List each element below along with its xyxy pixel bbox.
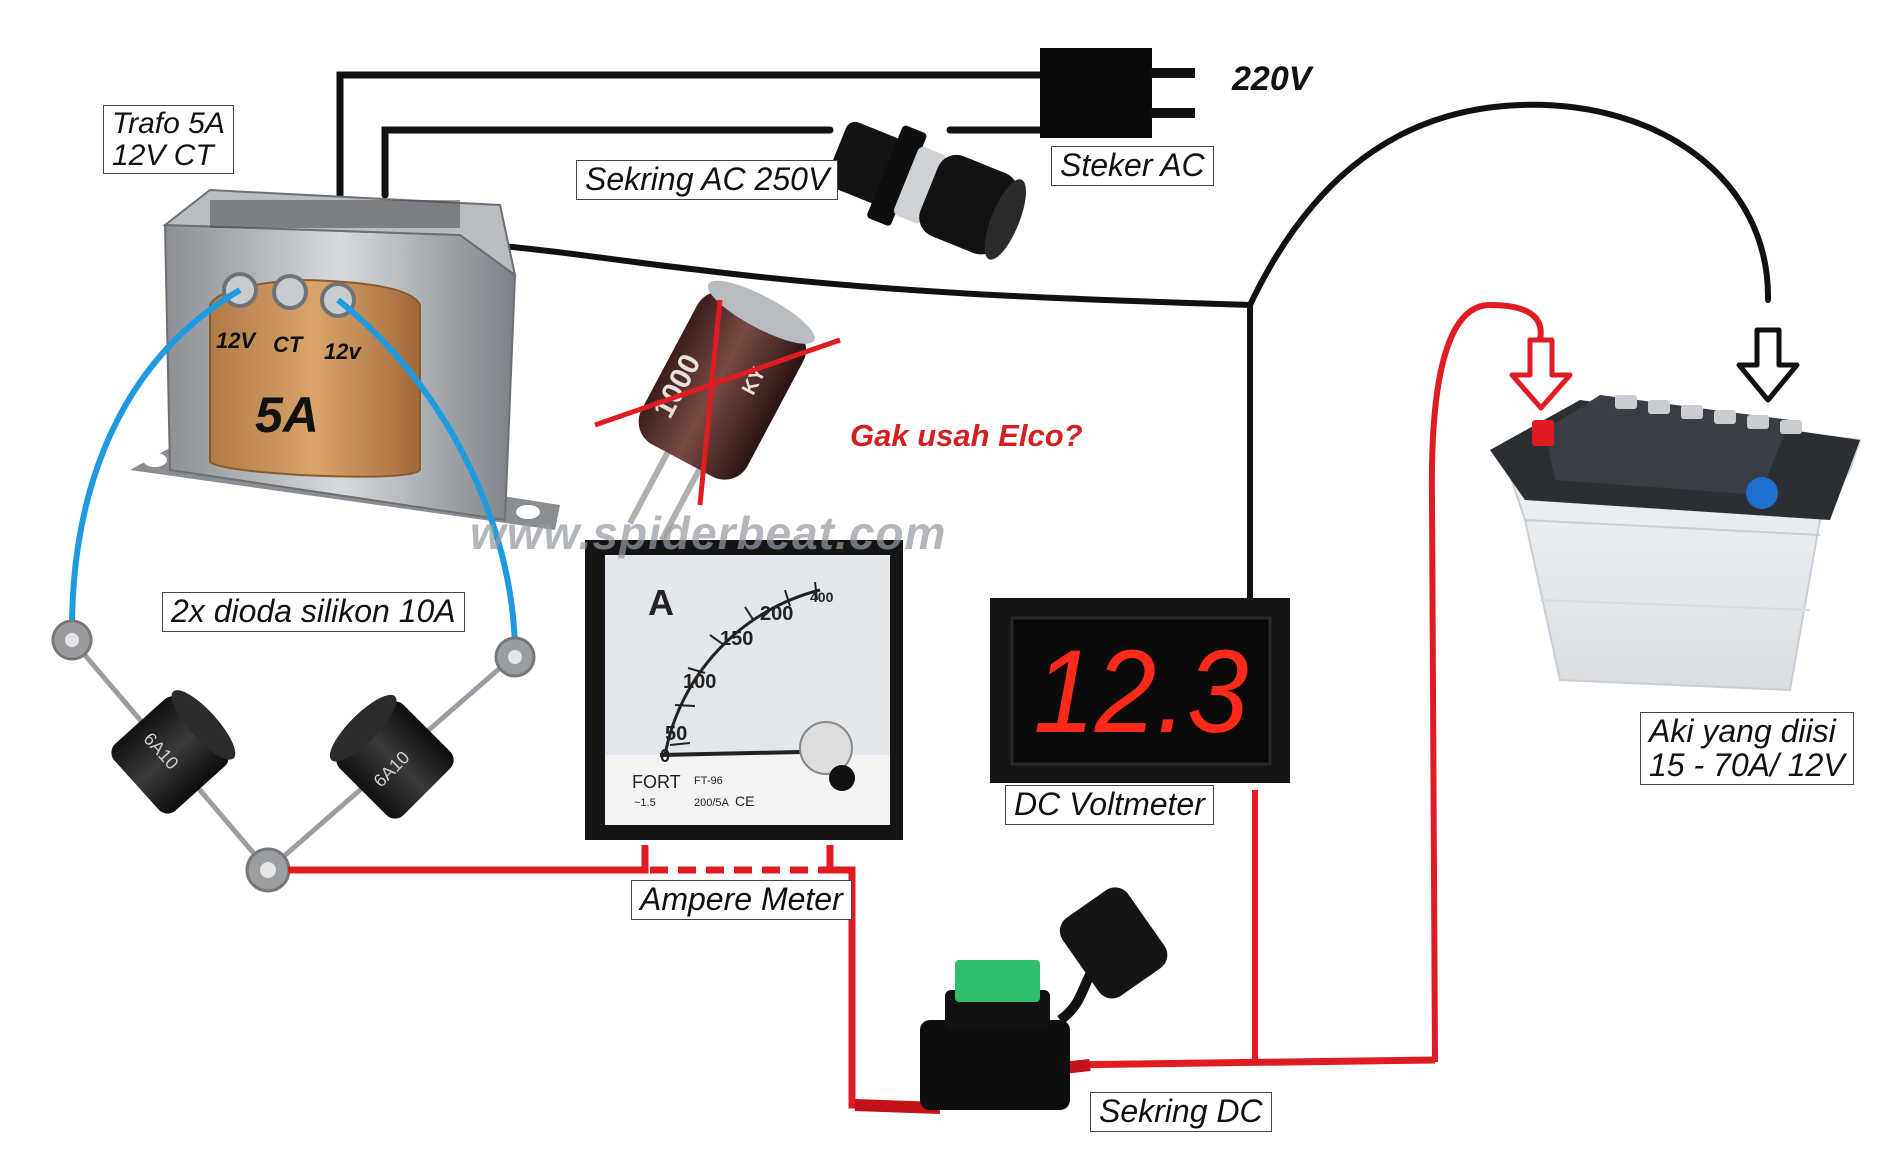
cross-line-2 xyxy=(594,337,841,428)
transformer-rating: 5A xyxy=(255,387,319,443)
aki-label: Aki yang diisi 15 - 70A/ 12V xyxy=(1640,712,1854,786)
arrow-to-battery-negative xyxy=(1736,327,1800,403)
battery-positive-terminal xyxy=(1532,420,1554,446)
trafo-label: Trafo 5A 12V CT xyxy=(103,105,234,174)
steker-ac-label: Steker AC xyxy=(1051,146,1214,186)
dioda-label: 2x dioda silikon 10A xyxy=(162,592,465,632)
ampere-meter-label: Ampere Meter xyxy=(631,880,852,920)
ammeter-scale-200: 200 xyxy=(760,603,793,625)
ammeter-model: FT-96 xyxy=(694,775,723,787)
ammeter-scale-400: 400 xyxy=(810,589,834,605)
watermark-label: www.spiderbeat.com xyxy=(470,507,947,559)
ammeter-scale-100: 100 xyxy=(683,671,716,693)
ammeter-brand: FORT xyxy=(632,772,681,792)
ac-wire-top xyxy=(336,71,1049,199)
blue-wires xyxy=(68,287,518,656)
red-wire-fuse-to-battery xyxy=(1059,1056,1436,1069)
diode-bridge: 6A10 6A10 xyxy=(51,619,536,893)
ammeter-needle xyxy=(659,750,801,757)
diode-right: 6A10 xyxy=(329,694,454,819)
ampere-meter: A 0 50 100 150 200 400 FORT FT-96 ~1.5 2… xyxy=(585,540,903,840)
voltmeter-reading: 12.3 xyxy=(1034,626,1249,758)
tap-label-12v-left: 12V xyxy=(216,328,257,353)
ammeter-range: 200/5A xyxy=(694,797,730,809)
ac-plug xyxy=(1040,48,1195,138)
dc-voltmeter: 12.3 xyxy=(990,598,1290,783)
ac-fuse-holder xyxy=(826,121,1026,260)
tap-label-12v-right: 12v xyxy=(324,339,362,364)
ammeter-unit: A xyxy=(648,582,674,623)
arrow-to-battery-positive xyxy=(1509,337,1573,411)
dc-fuse-holder xyxy=(854,887,1168,1114)
blue-wire-left xyxy=(68,287,242,641)
ammeter-ce: CE xyxy=(735,793,754,809)
gak-usah-elco-label: Gak usah Elco? xyxy=(850,418,1083,453)
ammeter-scale-150: 150 xyxy=(720,628,753,650)
ammeter-spec: ~1.5 xyxy=(634,797,656,809)
sekring-dc-label: Sekring DC xyxy=(1090,1092,1272,1132)
red-wire-diode-to-ammeter xyxy=(288,845,649,874)
voltage-220-label: 220V xyxy=(1232,60,1312,98)
dc-voltmeter-label: DC Voltmeter xyxy=(1005,785,1214,825)
cross-line-1 xyxy=(697,299,723,506)
battery-negative-terminal xyxy=(1746,477,1778,509)
ac-wire-fuse xyxy=(381,126,834,199)
red-wire-to-battery-positive xyxy=(1428,301,1544,1063)
sekring-ac-label: Sekring AC 250V xyxy=(576,160,839,200)
ammeter-scale-50: 50 xyxy=(665,723,687,745)
capacitor-crossed-out: 1000 KY xyxy=(594,280,841,542)
battery xyxy=(1490,395,1862,692)
blue-wire-right xyxy=(336,297,518,656)
terminal-ct xyxy=(272,274,308,310)
negative-wire-to-battery xyxy=(1247,101,1772,308)
diode-left: 6A10 xyxy=(111,690,236,814)
transformer: 12V CT 12v 5A xyxy=(130,188,560,530)
tap-label-ct: CT xyxy=(273,332,304,357)
